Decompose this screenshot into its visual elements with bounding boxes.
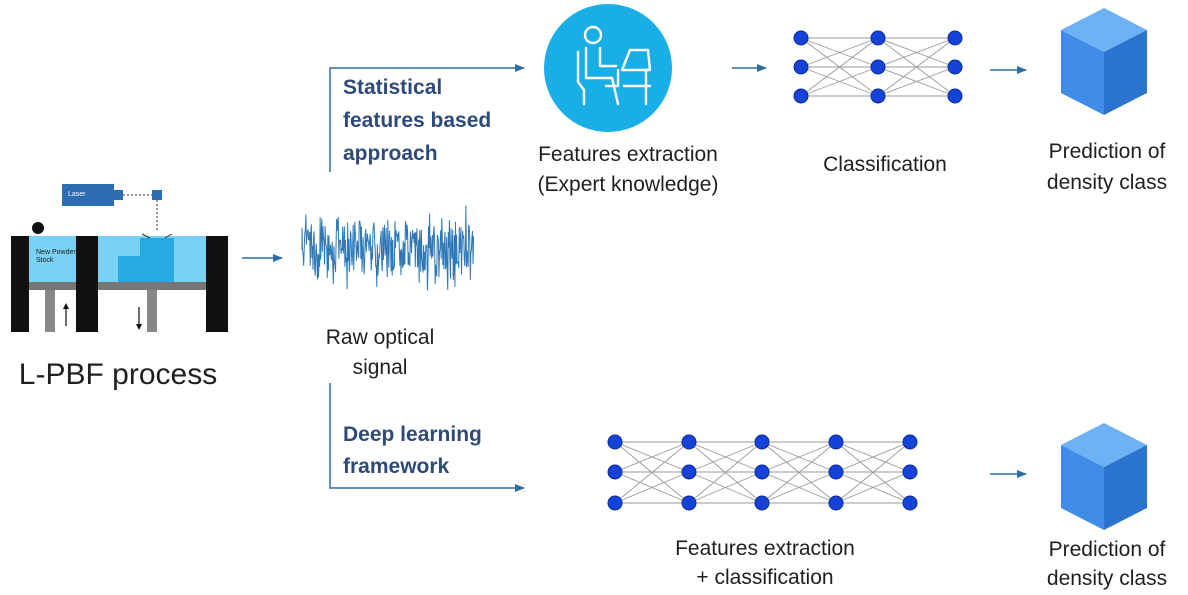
classifier-node-2-1 [947, 59, 963, 75]
deep-learning-network [607, 434, 918, 511]
signal-label-line2: signal [352, 356, 408, 379]
classification-label: Classification [823, 153, 947, 176]
classifier-node-1-1 [870, 59, 886, 75]
powder-stock [29, 236, 76, 282]
statistical-approach-line3: approach [343, 142, 438, 165]
dl-node-4-1 [902, 464, 918, 480]
left-wall [11, 236, 29, 332]
right-wall [206, 236, 228, 332]
powder-label-line2: Stock [36, 257, 54, 264]
process-title: L-PBF process [18, 358, 218, 391]
prediction-top-line2: density class [1046, 171, 1168, 194]
cube-icon-bottom [1061, 423, 1147, 530]
statistical-approach-line2: features based [343, 109, 492, 132]
dl-node-1-0 [681, 434, 697, 450]
dl-node-0-2 [607, 495, 623, 511]
classifier-node-0-0 [793, 30, 809, 46]
laser-label: Laser [68, 191, 86, 198]
dl-node-2-0 [754, 434, 770, 450]
dl-node-0-1 [607, 464, 623, 480]
raw-optical-signal-waveform [301, 205, 475, 291]
build-platform [98, 282, 206, 290]
powder-label-line1: New Powder [36, 249, 76, 256]
stock-platform [29, 282, 76, 290]
deep-learning-line2: framework [343, 455, 450, 478]
lpbf-machine-illustration [11, 184, 228, 332]
printed-part [118, 238, 174, 282]
dl-node-2-1 [754, 464, 770, 480]
dl-node-1-1 [681, 464, 697, 480]
laser-source [62, 184, 114, 206]
dl-node-3-2 [828, 495, 844, 511]
prediction-bottom-line1: Prediction of [1048, 538, 1166, 561]
signal-trace [301, 205, 475, 291]
extraction-label-line1: Features extraction [538, 143, 718, 166]
middle-wall [76, 236, 98, 332]
dl-connections [614, 441, 911, 504]
dl-node-0-0 [607, 434, 623, 450]
classifier-node-0-1 [793, 59, 809, 75]
signal-label-line1: Raw optical [325, 326, 435, 349]
classifier-node-2-0 [947, 30, 963, 46]
extraction-label-line2: (Expert knowledge) [537, 173, 719, 196]
dl-node-4-0 [902, 434, 918, 450]
build-piston [147, 290, 157, 332]
dl-node-3-1 [828, 464, 844, 480]
laser-nozzle [114, 190, 123, 200]
classifier-connections [800, 37, 956, 97]
arrow-bottom-branch [329, 383, 525, 492]
cube-icon-top [1061, 8, 1147, 115]
arrow-top-branch [329, 64, 525, 172]
classification-network [793, 30, 963, 104]
dl-node-1-2 [681, 495, 697, 511]
dl-node-2-2 [754, 495, 770, 511]
stock-piston [45, 290, 55, 332]
recoater-roller [32, 222, 44, 234]
deep-learning-line1: Deep learning [343, 423, 482, 446]
person-at-laptop-icon [544, 4, 672, 132]
dl-extraction-line2: + classification [696, 566, 834, 589]
laser-mirror [152, 190, 162, 200]
dl-extraction-line1: Features extraction [675, 537, 855, 560]
classifier-node-1-0 [870, 30, 886, 46]
prediction-bottom-line2: density class [1046, 567, 1168, 590]
classifier-node-1-2 [870, 88, 886, 104]
prediction-top-line1: Prediction of [1048, 140, 1166, 163]
classifier-node-0-2 [793, 88, 809, 104]
classifier-node-2-2 [947, 88, 963, 104]
dl-node-3-0 [828, 434, 844, 450]
dl-node-4-2 [902, 495, 918, 511]
statistical-approach-line1: Statistical [343, 76, 443, 99]
